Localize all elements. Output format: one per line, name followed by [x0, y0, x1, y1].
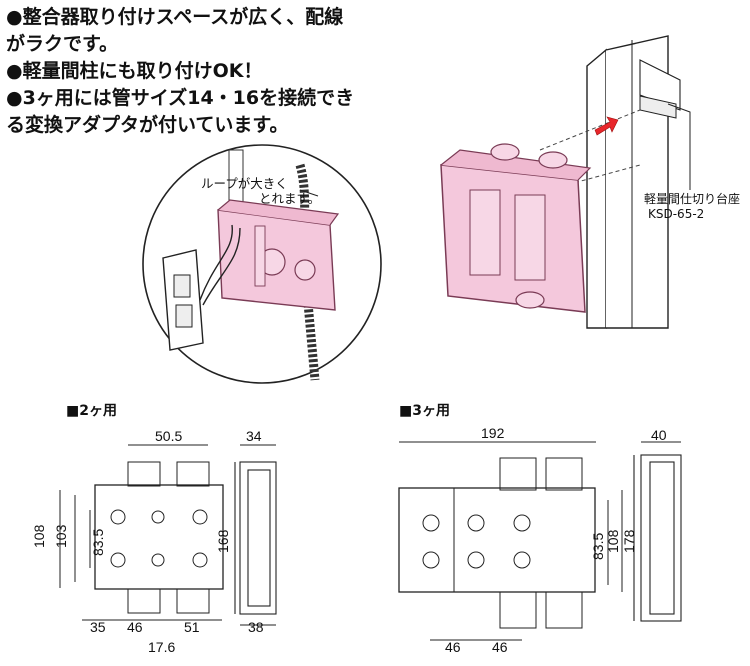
dim-2gang-bottom-offset: 17.6	[148, 639, 175, 655]
dim-3gang-total-width: 192	[481, 425, 505, 441]
stud-base-callout: 軽量間仕切り台座 KSD-65-2	[644, 192, 740, 222]
loop-callout-line-2: とれます。	[259, 191, 321, 206]
dim-3gang-side-height: 178	[621, 529, 637, 553]
three-gang-front-drawing	[398, 441, 623, 641]
feature-line-5: る変換アダプタが付いています。	[6, 114, 289, 136]
feature-line-3: ●軽量間柱にも取り付けOK！	[6, 60, 263, 82]
stud-base-callout-line-1: 軽量間仕切り台座	[644, 192, 741, 206]
dim-3gang-pitch-b: 46	[492, 639, 508, 655]
loop-callout-line-1: ループが大きく	[201, 176, 288, 191]
stud-mount-illustration	[440, 35, 691, 329]
feature-line-4: ●3ヶ用には管サイズ14・16を接続でき	[6, 87, 355, 109]
two-gang-title: ■2ヶ用	[66, 403, 117, 419]
dim-3gang-pitch-a: 46	[445, 639, 461, 655]
dim-2gang-height-outer: 108	[31, 524, 47, 548]
dim-2gang-side-depth-top: 34	[246, 428, 262, 444]
dim-2gang-height-inner: 103	[53, 524, 69, 548]
two-gang-side-drawing	[234, 444, 277, 626]
dim-2gang-side-depth-bottom: 38	[248, 619, 264, 635]
dim-3gang-height-inner: 108	[605, 529, 621, 553]
feature-list: ●整合器取り付けスペースが広く、配線 がラクです。 ●軽量間柱にも取り付けOK！…	[6, 4, 354, 139]
feature-line-1: ●整合器取り付けスペースが広く、配線	[6, 6, 344, 28]
dim-2gang-right-offset: 51	[184, 619, 200, 635]
feature-line-2: がラクです。	[6, 33, 119, 55]
dim-2gang-mid-width: 46	[127, 619, 143, 635]
three-gang-side-drawing	[633, 441, 682, 622]
dim-2gang-left-offset: 35	[90, 619, 106, 635]
three-gang-title: ■3ヶ用	[399, 403, 450, 419]
two-gang-front-drawing	[59, 444, 224, 621]
dim-2gang-side-height: 168	[215, 529, 231, 553]
dim-2gang-top-width: 50.5	[155, 428, 182, 444]
loop-callout: ループが大きく とれます。	[201, 176, 320, 206]
dim-3gang-hole-pitch: 83.5	[590, 533, 606, 560]
dim-3gang-side-depth: 40	[651, 427, 667, 443]
dim-2gang-hole-pitch: 83.5	[90, 529, 106, 556]
stud-base-callout-line-2: KSD-65-2	[648, 207, 705, 221]
wiring-detail-circle	[142, 144, 382, 384]
mount-arrow-icon	[594, 116, 619, 136]
